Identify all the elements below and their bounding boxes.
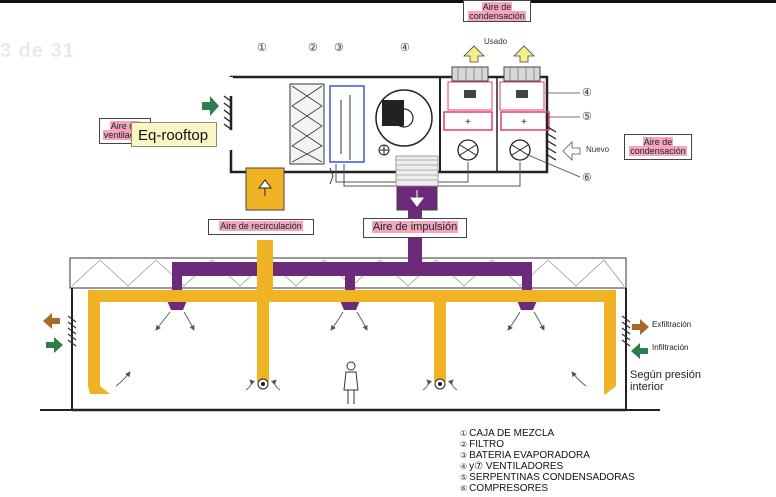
nuevo-label: Nuevo — [586, 145, 610, 154]
svg-text:+: + — [465, 117, 471, 128]
component-number-4-right: ④ — [582, 87, 592, 99]
recirculation-air-label: Aire de recirculación — [208, 219, 314, 235]
component-number-5-right: ⑤ — [582, 111, 592, 123]
exfiltration-label: Exfiltración — [652, 320, 692, 329]
svg-text:+: + — [521, 117, 527, 128]
component-number-4: ④ — [400, 42, 410, 54]
person-figure — [343, 361, 359, 404]
component-number-2: ② — [308, 42, 318, 54]
component-number-6-right: ⑥ — [582, 172, 592, 184]
exfiltration-arrow-right — [632, 319, 649, 335]
top-bar — [0, 0, 776, 3]
infiltration-label: Infiltración — [652, 343, 689, 352]
supply-air-label: Aire de impulsión — [363, 218, 467, 238]
return-ductwork — [88, 240, 616, 394]
condensation-inlet-arrow — [562, 141, 581, 161]
usado-label: Usado — [484, 37, 508, 46]
exhaust-arrow-2 — [513, 45, 535, 63]
component-number-1: ① — [257, 42, 267, 54]
rooftop-unit: + + — [223, 66, 581, 187]
ventilation-inlet-arrow — [202, 96, 219, 116]
component-number-3: ③ — [334, 42, 344, 54]
slide-counter: 3 de 31 — [0, 40, 75, 62]
exfiltration-arrow-left — [43, 313, 60, 329]
exhaust-arrow-1 — [463, 45, 485, 63]
infiltration-arrow-left — [46, 337, 63, 353]
infiltration-arrow-right — [631, 343, 648, 359]
eq-rooftop-tooltip: Eq-rooftop — [131, 122, 217, 147]
